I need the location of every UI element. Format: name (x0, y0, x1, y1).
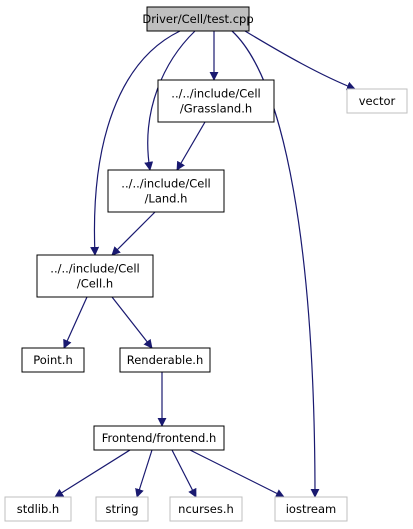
node-box (107, 169, 225, 213)
node-grassland-h[interactable]: ../../include/Cell/Grassland.h (157, 79, 275, 123)
edge-test_cpp-to-iostream (231, 30, 320, 498)
node-frontend-h[interactable]: Frontend/frontend.h (93, 425, 225, 451)
node-point-h[interactable]: Point.h (21, 347, 85, 373)
edge-frontend_h-to-string (135, 449, 153, 498)
node-iostream: iostream (274, 496, 348, 522)
node-box (146, 6, 250, 32)
node-box (93, 425, 225, 451)
node-label: ../../include/Cell (171, 87, 260, 101)
node-land-h[interactable]: ../../include/Cell/Land.h (107, 169, 225, 213)
edge-cell_h-to-renderable_h (111, 296, 153, 349)
node-vector: vector (346, 88, 408, 114)
node-cell-h[interactable]: ../../include/Cell/Cell.h (36, 254, 154, 298)
node-label: /Cell.h (77, 277, 113, 291)
edge-cell_h-to-point_h (63, 296, 88, 349)
node-box (4, 496, 72, 522)
node-label: ../../include/Cell (50, 262, 139, 276)
edge-land_h-to-cell_h (111, 211, 156, 256)
node-label: Point.h (33, 353, 73, 367)
edge-grassland_h-to-land_h (176, 121, 206, 171)
node-renderable-h[interactable]: Renderable.h (119, 347, 211, 373)
node-box (346, 88, 408, 114)
node-label: stdlib.h (17, 502, 59, 516)
edge-frontend_h-to-ncurses_h (171, 449, 197, 498)
edge-frontend_h-to-stdlib_h (54, 449, 131, 498)
edge-test_cpp-to-cell_h (90, 30, 181, 256)
node-label: string (105, 502, 138, 516)
node-string: string (95, 496, 149, 522)
node-test-cpp[interactable]: Driver/Cell/test.cpp (142, 6, 254, 32)
node-box (21, 347, 85, 373)
node-label: ../../include/Cell (121, 177, 210, 191)
node-stdlib-h: stdlib.h (4, 496, 72, 522)
node-label: Frontend/frontend.h (102, 431, 217, 445)
edge-test_cpp-to-vector (244, 30, 356, 91)
node-label: Driver/Cell/test.cpp (142, 12, 253, 26)
node-label: Renderable.h (127, 353, 204, 367)
edge-frontend_h-to-iostream (189, 449, 285, 498)
node-box (274, 496, 348, 522)
node-label: ncurses.h (178, 502, 234, 516)
edges-layer (54, 30, 356, 498)
node-box (169, 496, 243, 522)
node-box (157, 79, 275, 123)
node-label: vector (359, 94, 396, 108)
node-label: /Grassland.h (180, 102, 252, 116)
node-label: iostream (286, 502, 337, 516)
node-ncurses-h: ncurses.h (169, 496, 243, 522)
node-box (95, 496, 149, 522)
node-label: /Land.h (145, 192, 188, 206)
node-box (119, 347, 211, 373)
nodes-layer: Driver/Cell/test.cpp ../../include/Cell/G… (4, 6, 408, 522)
node-box (36, 254, 154, 298)
